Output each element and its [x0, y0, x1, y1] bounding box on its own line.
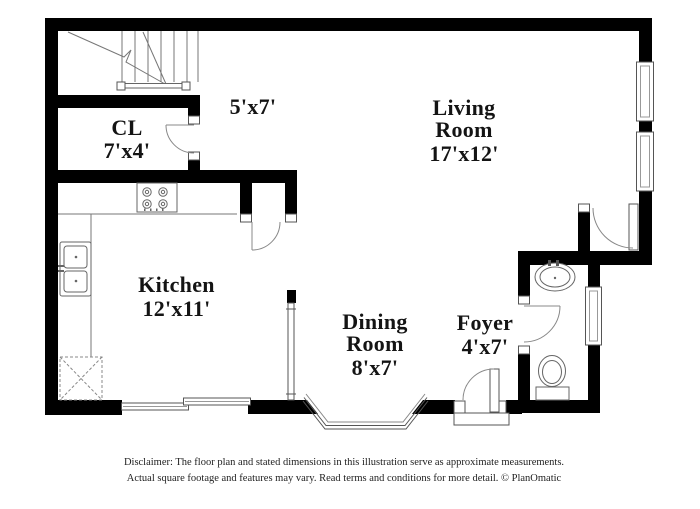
interior-walls — [58, 95, 590, 400]
hall-door — [251, 221, 281, 251]
handrail-post — [116, 81, 126, 91]
room-dims: 17'x12' — [429, 141, 499, 166]
entry-door — [453, 368, 510, 426]
exterior-walls — [45, 18, 652, 415]
room-label-foyer: Foyer 4'x7' — [435, 312, 535, 360]
bathroom-door — [523, 305, 561, 343]
stairs-up-line — [67, 31, 166, 85]
disclaimer-line-1: Disclaimer: The floor plan and stated di… — [123, 457, 565, 468]
disclaimer: Disclaimer: The floor plan and stated di… — [30, 455, 658, 486]
bay-window — [302, 393, 429, 430]
room-label-closet: CL 7'x4' — [77, 117, 177, 164]
toilet-icon — [535, 355, 570, 401]
stairs-up-line2 — [142, 31, 167, 85]
disclaimer-line-2: Actual square footage and features may v… — [126, 472, 562, 484]
kitchen-windows — [121, 397, 251, 411]
room-label-living-room: Living Room 17'x12' — [414, 97, 514, 167]
kitchen-sink-icon — [58, 241, 92, 297]
room-dims: 4'x7' — [461, 334, 509, 359]
room-label-hall: 5'x7' — [203, 94, 303, 120]
bathroom-sink-icon — [534, 260, 576, 292]
stairs-handrail — [123, 83, 185, 89]
room-name: Foyer — [456, 310, 514, 335]
room-name: Dining Room — [342, 309, 408, 356]
room-name: CL — [111, 115, 143, 140]
room-name: Kitchen — [138, 272, 215, 297]
room-dims: 5'x7' — [229, 94, 277, 119]
room-dims: 8'x7' — [351, 355, 399, 380]
handrail-post — [181, 81, 191, 91]
staircase — [67, 31, 199, 91]
kitchen-railing — [286, 302, 296, 401]
stove-icon — [136, 182, 178, 213]
living-room-windows — [636, 61, 654, 192]
room-label-dining-room: Dining Room 8'x7' — [325, 311, 425, 381]
closet-door — [165, 124, 195, 154]
entry-threshold — [453, 412, 510, 426]
bathroom-window — [585, 286, 602, 346]
door-jambs — [188, 115, 590, 414]
room-dims: 12'x11' — [142, 296, 211, 321]
living-room-closet-door — [592, 203, 639, 251]
room-dims: 7'x4' — [103, 138, 151, 163]
appliance-space — [59, 356, 103, 401]
room-name: Living Room — [432, 95, 496, 142]
room-label-kitchen: Kitchen 12'x11' — [116, 274, 237, 322]
